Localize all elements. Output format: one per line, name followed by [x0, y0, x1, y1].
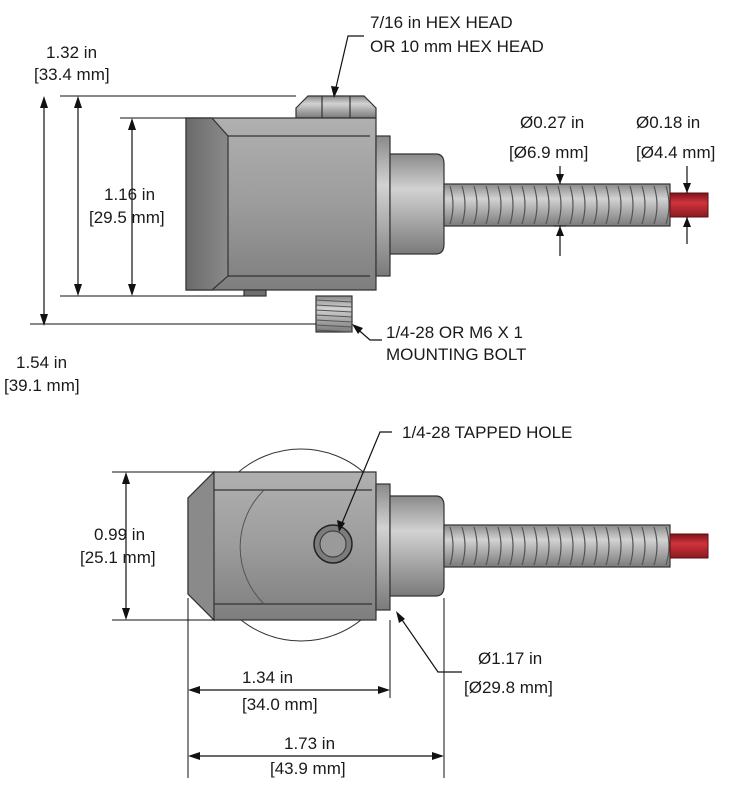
body-height-label-mm: [29.5 mm] — [89, 208, 165, 227]
mounting-bolt-label-1: 1/4-28 OR M6 X 1 — [386, 323, 523, 342]
overall-height-label-mm: [33.4 mm] — [34, 65, 110, 84]
bottom-collar — [375, 483, 391, 611]
bottom-view: 1/4-28 TAPPED HOLE 0.99 in [25.1 mm] Ø1.… — [80, 423, 709, 778]
connector-collar — [375, 135, 391, 277]
mounting-bolt — [315, 295, 353, 333]
tapped-hole-label: 1/4-28 TAPPED HOLE — [402, 423, 572, 442]
hex-head — [295, 95, 377, 119]
bottom-body — [187, 470, 377, 622]
side-view: 7/16 in HEX HEAD OR 10 mm HEX HEAD 1.32 … — [4, 13, 715, 395]
connector-cap — [389, 153, 445, 255]
bolt-height-label-in: 1.54 in — [16, 353, 67, 372]
armored-conduit — [443, 183, 671, 227]
sensor-body — [185, 117, 377, 297]
overall-length-label-in: 1.73 in — [284, 734, 335, 753]
overall-length-label-mm: [43.9 mm] — [270, 759, 346, 778]
conduit-dia-label-in: Ø0.27 in — [520, 113, 584, 132]
bottom-conduit — [443, 524, 671, 568]
bolt-height-label-mm: [39.1 mm] — [4, 376, 80, 395]
base-dia-label-in: Ø1.17 in — [478, 649, 542, 668]
mounting-bolt-label-2: MOUNTING BOLT — [386, 345, 526, 364]
hex-head-label-2: OR 10 mm HEX HEAD — [370, 37, 544, 56]
hex-head-label-1: 7/16 in HEX HEAD — [370, 13, 513, 32]
base-dia-label-mm: [Ø29.8 mm] — [464, 678, 553, 697]
bottom-cap — [389, 495, 445, 597]
body-height-label-in: 1.16 in — [104, 185, 155, 204]
body-length-label-in: 1.34 in — [242, 668, 293, 687]
overall-height-label-in: 1.32 in — [46, 43, 97, 62]
conduit-dia-label-mm: [Ø6.9 mm] — [509, 143, 588, 162]
body-width-label-in: 0.99 in — [94, 525, 145, 544]
cable — [669, 192, 709, 218]
cable-dia-label-mm: [Ø4.4 mm] — [636, 143, 715, 162]
cable-dia-label-in: Ø0.18 in — [636, 113, 700, 132]
body-width-label-mm: [25.1 mm] — [80, 548, 156, 567]
body-length-label-mm: [34.0 mm] — [242, 695, 318, 714]
bottom-cable — [669, 533, 709, 559]
